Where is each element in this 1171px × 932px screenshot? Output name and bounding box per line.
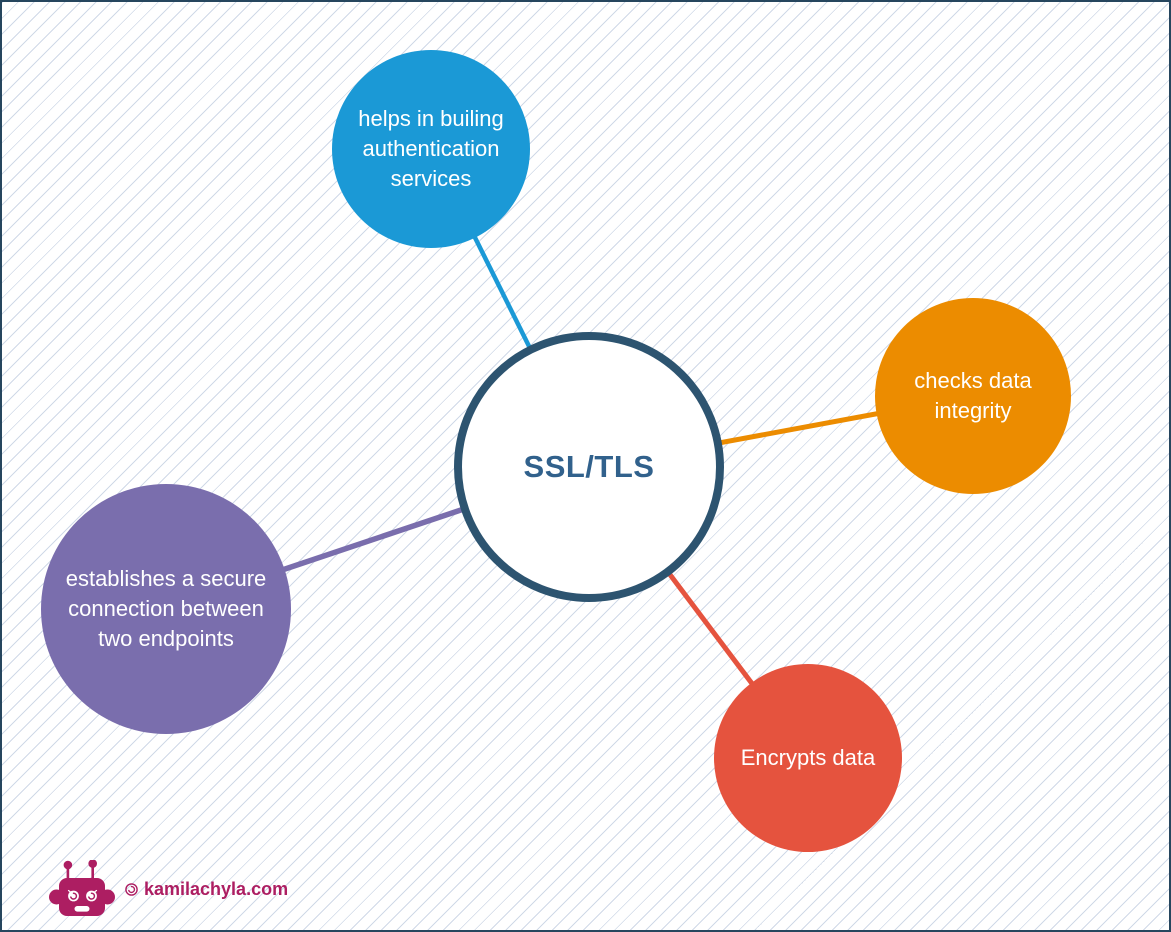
node-secure-connection-line: establishes a secure [65,566,267,591]
node-encrypts-data-line: Encrypts data [740,745,876,770]
node-center-ssl-tls: SSL/TLS [454,332,724,602]
watermark-site: kamilachyla.com [125,879,288,900]
node-secure-connection-line: connection between [68,596,264,621]
robot-logo-icon [49,860,115,916]
node-data-integrity-line: integrity [934,398,1012,423]
node-authentication-line: services [390,166,472,191]
watermark-site-text: kamilachyla.com [144,878,289,899]
center-node-label: SSL/TLS [523,449,655,484]
watermark: kamilachyla.com [49,860,288,918]
node-data-integrity-line: checks data [914,368,1032,393]
node-encrypts-data: Encrypts data [714,664,902,852]
node-secure-connection-line: two endpoints [98,626,234,651]
node-secure-connection: establishes a secure connection between … [41,484,291,734]
node-authentication-line: authentication [362,136,500,161]
node-data-integrity: checks data integrity [875,298,1071,494]
node-authentication-line: helps in builing [358,106,504,131]
node-authentication: helps in builing authentication services [332,50,530,248]
spiral-icon [125,882,138,896]
